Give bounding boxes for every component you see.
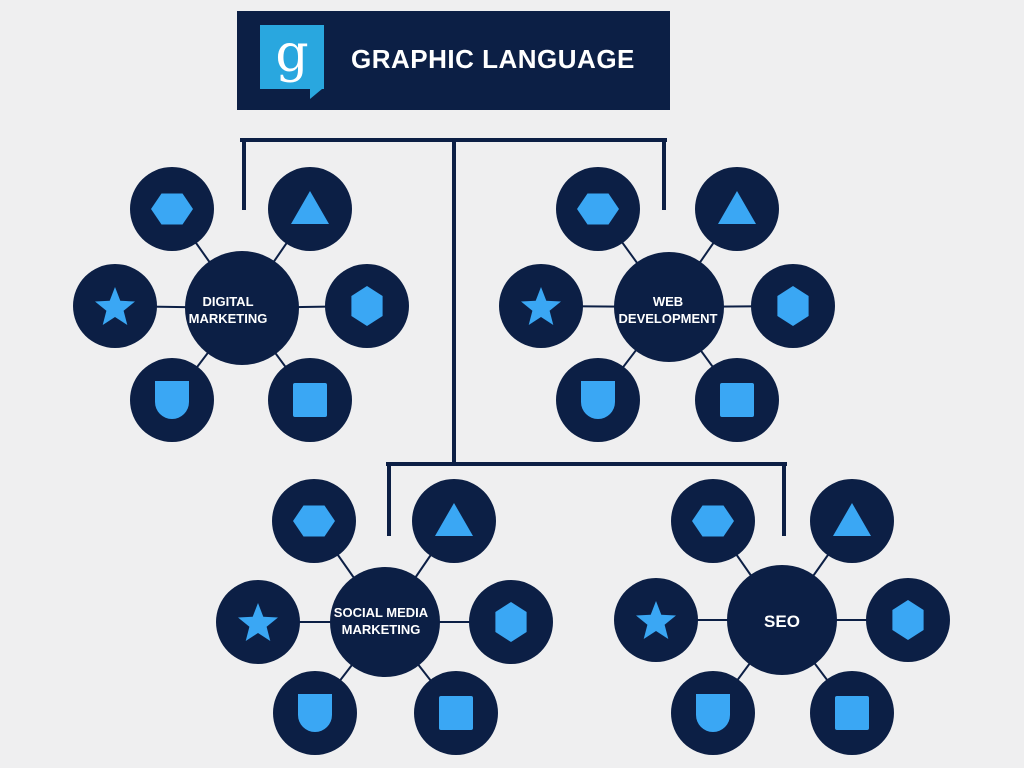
triangle-icon: [435, 503, 473, 536]
hub-label-web-development: WEB DEVELOPMENT: [610, 293, 726, 327]
satellite-node: [325, 264, 409, 348]
satellite-node: [614, 578, 698, 662]
satellite-node: [695, 358, 779, 442]
satellite-node: [273, 671, 357, 755]
shield-icon: [696, 694, 730, 732]
satellite-node: [671, 671, 755, 755]
hub-label-seo: SEO: [742, 613, 822, 630]
satellite-node: [499, 264, 583, 348]
triangle-icon: [833, 503, 871, 536]
hub-label-digital-marketing: DIGITAL MARKETING: [184, 293, 272, 327]
satellite-node: [671, 479, 755, 563]
node-group: [73, 167, 950, 755]
star-icon: [636, 601, 676, 639]
hub-circle-web-development: [614, 252, 724, 362]
satellite-node: [73, 264, 157, 348]
shield-icon: [155, 381, 189, 419]
shield-icon: [298, 694, 332, 732]
square-icon: [720, 383, 754, 417]
satellite-node: [866, 578, 950, 662]
hexagon-pointy-icon: [777, 286, 809, 326]
hub-label-line: MARKETING: [341, 622, 421, 637]
hub-circle-social-media-marketing: [330, 567, 440, 677]
satellite-node: [268, 167, 352, 251]
hub-label-social-media-marketing: SOCIAL MEDIA MARKETING: [321, 604, 441, 638]
hub-label-line: DIGITAL: [202, 294, 254, 309]
hub-label-line: MARKETING: [188, 311, 268, 326]
satellite-node: [810, 671, 894, 755]
star-icon: [95, 287, 135, 325]
logo-speech-tail: [310, 89, 322, 99]
hub-group-web-development: [499, 167, 835, 442]
hub-label-line: DEVELOPMENT: [618, 311, 718, 326]
hub-label-line: SOCIAL MEDIA: [333, 605, 429, 620]
hub-circle-seo: [727, 565, 837, 675]
hexagon-flat-icon: [293, 505, 335, 537]
star-icon: [521, 287, 561, 325]
hexagon-pointy-icon: [892, 600, 924, 640]
hexagon-flat-icon: [151, 193, 193, 225]
graphic-language-logo: g: [260, 24, 324, 99]
page-title: GRAPHIC LANGUAGE: [351, 44, 635, 74]
satellite-node: [216, 580, 300, 664]
hub-group-social-media-marketing: [216, 479, 553, 755]
square-icon: [835, 696, 869, 730]
triangle-icon: [291, 191, 329, 224]
hexagon-pointy-icon: [351, 286, 383, 326]
logo-letter: g: [275, 24, 309, 84]
triangle-icon: [718, 191, 756, 224]
square-icon: [439, 696, 473, 730]
satellite-node: [268, 358, 352, 442]
hub-group-seo: [614, 479, 950, 755]
hub-label-line: SEO: [764, 612, 800, 631]
square-icon: [293, 383, 327, 417]
satellite-node: [810, 479, 894, 563]
hub-label-line: WEB: [652, 294, 684, 309]
satellite-node: [412, 479, 496, 563]
hub-circle-digital-marketing: [185, 251, 299, 365]
satellite-node: [130, 167, 214, 251]
shield-icon: [581, 381, 615, 419]
star-icon: [238, 603, 278, 641]
connector-lines: [240, 138, 787, 536]
satellite-node: [414, 671, 498, 755]
satellite-node: [751, 264, 835, 348]
header-banner: g GRAPHIC LANGUAGE: [237, 11, 670, 110]
hexagon-pointy-icon: [495, 602, 527, 642]
satellite-node: [469, 580, 553, 664]
hexagon-flat-icon: [577, 193, 619, 225]
satellite-node: [556, 167, 640, 251]
satellite-node: [695, 167, 779, 251]
satellite-node: [130, 358, 214, 442]
satellite-node: [272, 479, 356, 563]
satellite-node: [556, 358, 640, 442]
hub-group-digital-marketing: [73, 167, 409, 442]
hexagon-flat-icon: [692, 505, 734, 537]
